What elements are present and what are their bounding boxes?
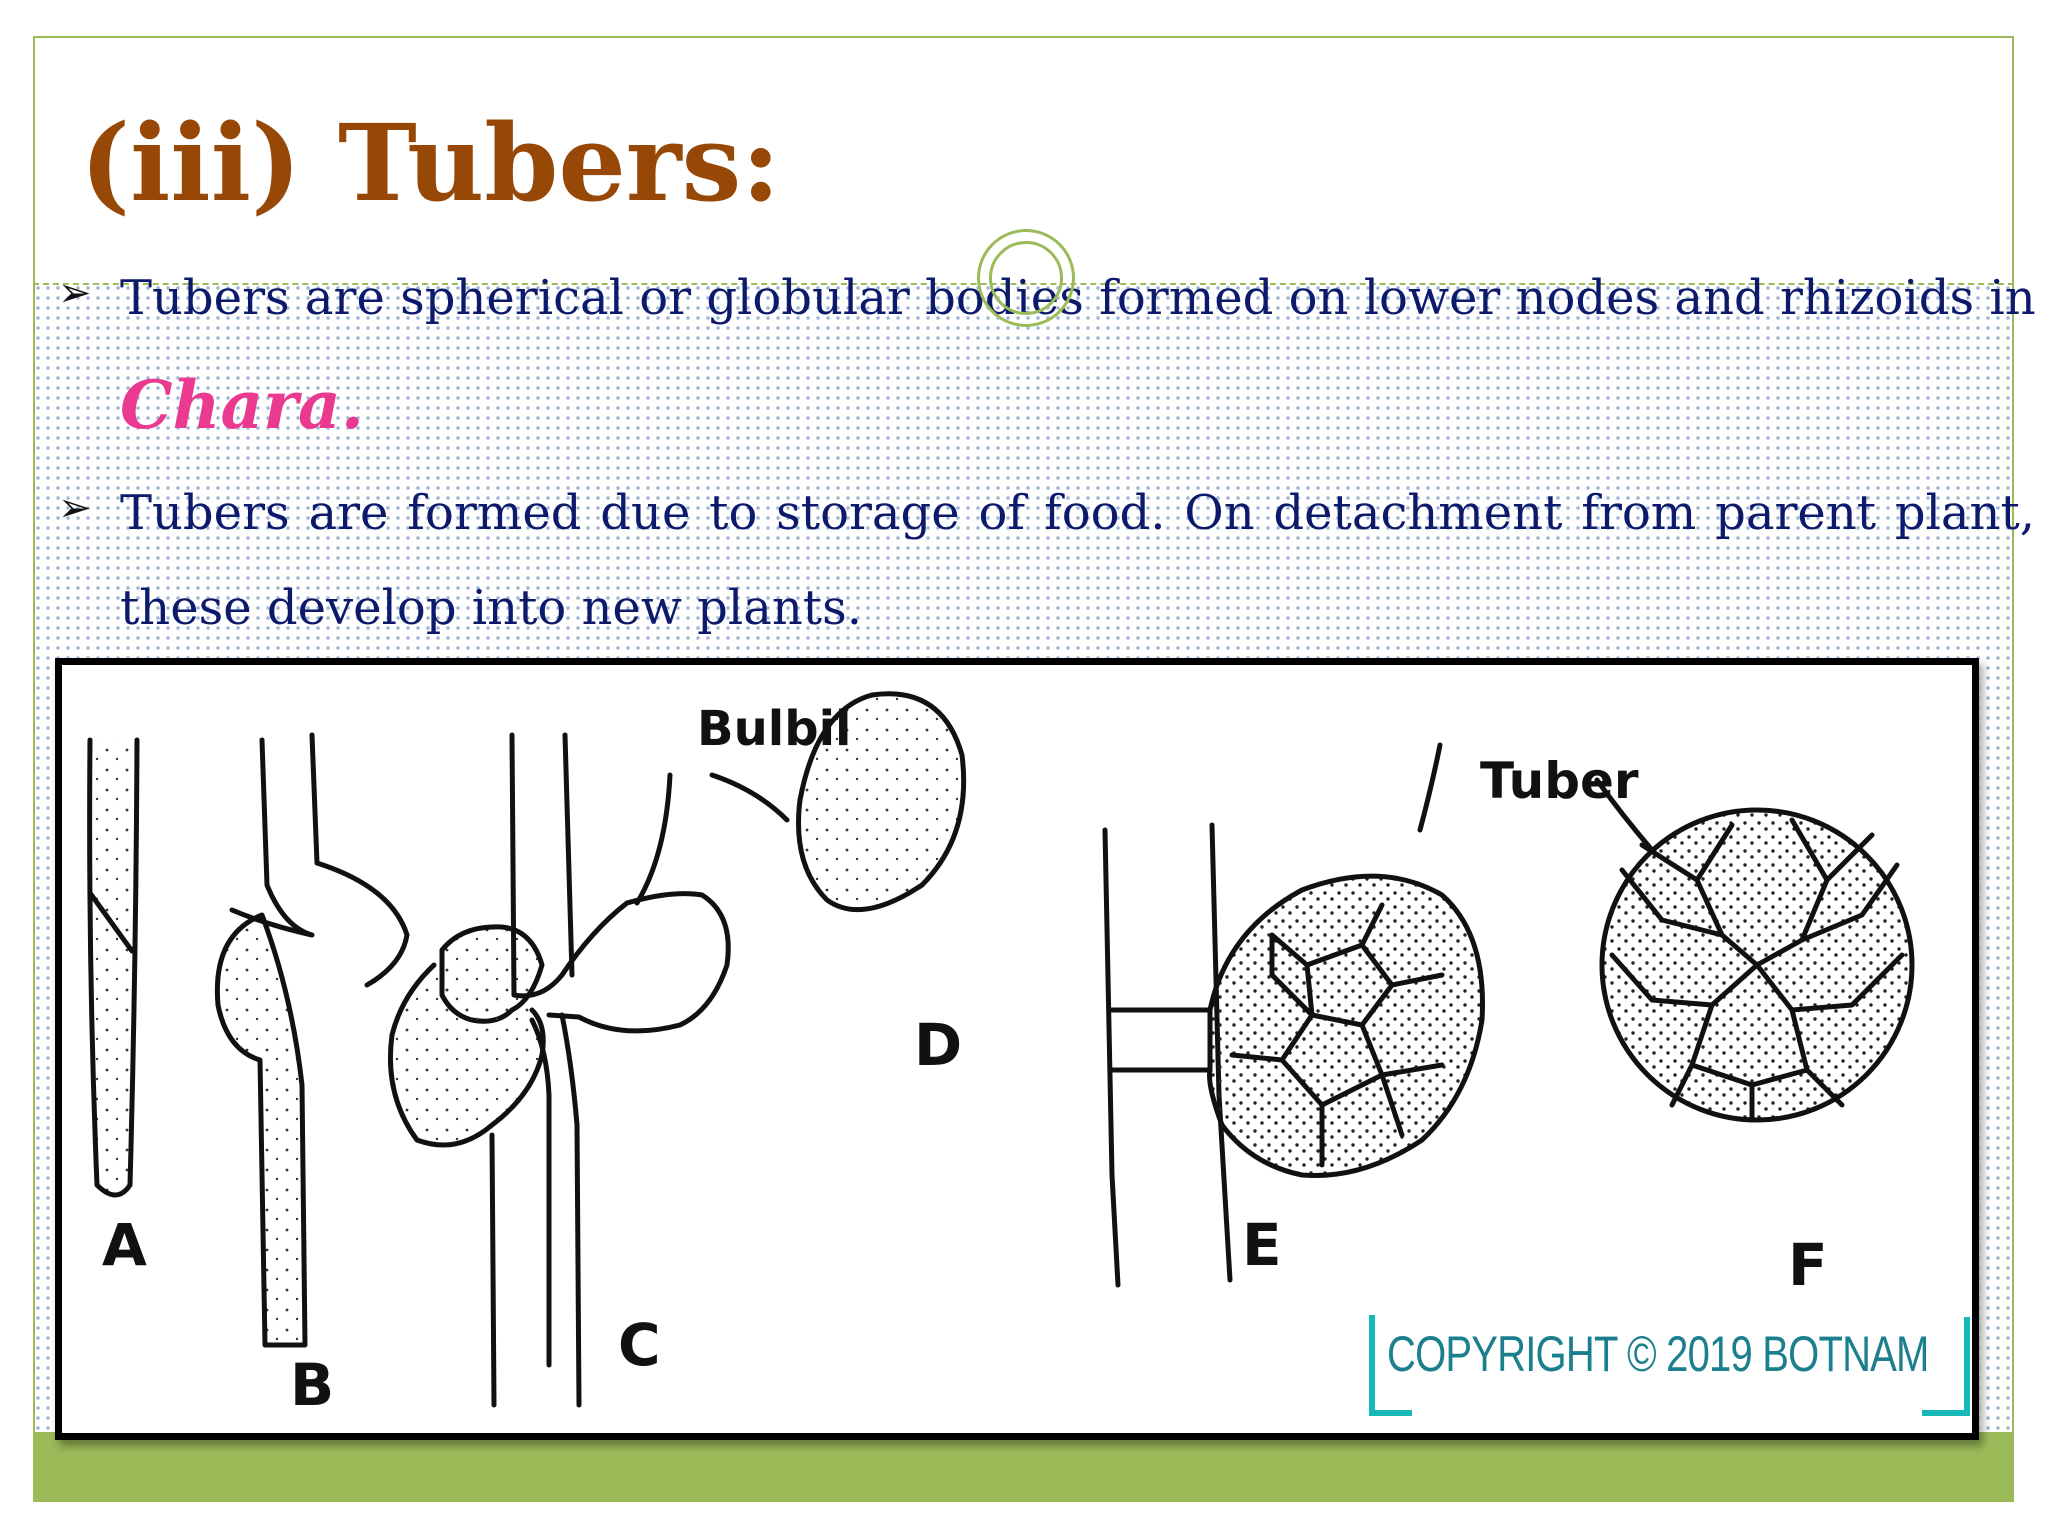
bullet-1-line-2: Chara. xyxy=(120,366,364,444)
figure-d-drawing xyxy=(709,691,967,913)
copyright-bracket-right xyxy=(1922,1317,1970,1416)
bullet-2-line-1: Tubers are formed due to storage of food… xyxy=(120,485,2035,541)
slide-title: (iii) Tubers: xyxy=(80,100,781,225)
label-e: E xyxy=(1242,1211,1282,1279)
label-f: F xyxy=(1788,1231,1828,1299)
diagram-drawing: A B C D E F Bulbil Tuber xyxy=(87,691,1970,1419)
label-d: D xyxy=(914,1011,962,1079)
figure-b-drawing xyxy=(214,732,410,1348)
figure-e-drawing xyxy=(1102,742,1485,1288)
chara-emphasis: Chara xyxy=(120,366,341,444)
figure-a-drawing xyxy=(87,737,140,1198)
label-b: B xyxy=(290,1351,334,1419)
bottom-accent-band xyxy=(33,1432,2014,1502)
copyright-bracket-left xyxy=(1369,1315,1412,1416)
bullet-item-1: ➢ Tubers are spherical or globular bodie… xyxy=(58,270,2036,460)
bullet-2-line-2: these develop into new plants. xyxy=(120,580,862,636)
figure-f-drawing xyxy=(1594,777,1915,1123)
decorative-ring-inner xyxy=(989,241,1063,315)
bullet-arrow-icon: ➢ xyxy=(58,485,92,531)
chara-tuber-diagram: A B C D E F Bulbil Tuber COPYRIGHT © 201… xyxy=(55,658,1979,1440)
label-bulbil: Bulbil xyxy=(697,701,851,757)
figure-c-drawing xyxy=(387,732,731,1408)
bullet-1-line-1: Tubers are spherical or globular bodies … xyxy=(120,270,2036,326)
copyright-watermark: COPYRIGHT © 2019 BOTNAM xyxy=(1387,1326,1929,1382)
chara-emphasis-suffix: . xyxy=(340,366,364,444)
label-tuber: Tuber xyxy=(1480,752,1639,810)
decorative-ring-icon xyxy=(977,229,1075,327)
bullet-item-2: ➢ Tubers are formed due to storage of fo… xyxy=(58,485,2035,655)
bullet-arrow-icon: ➢ xyxy=(58,270,92,316)
label-a: A xyxy=(102,1211,147,1279)
label-c: C xyxy=(618,1311,661,1379)
